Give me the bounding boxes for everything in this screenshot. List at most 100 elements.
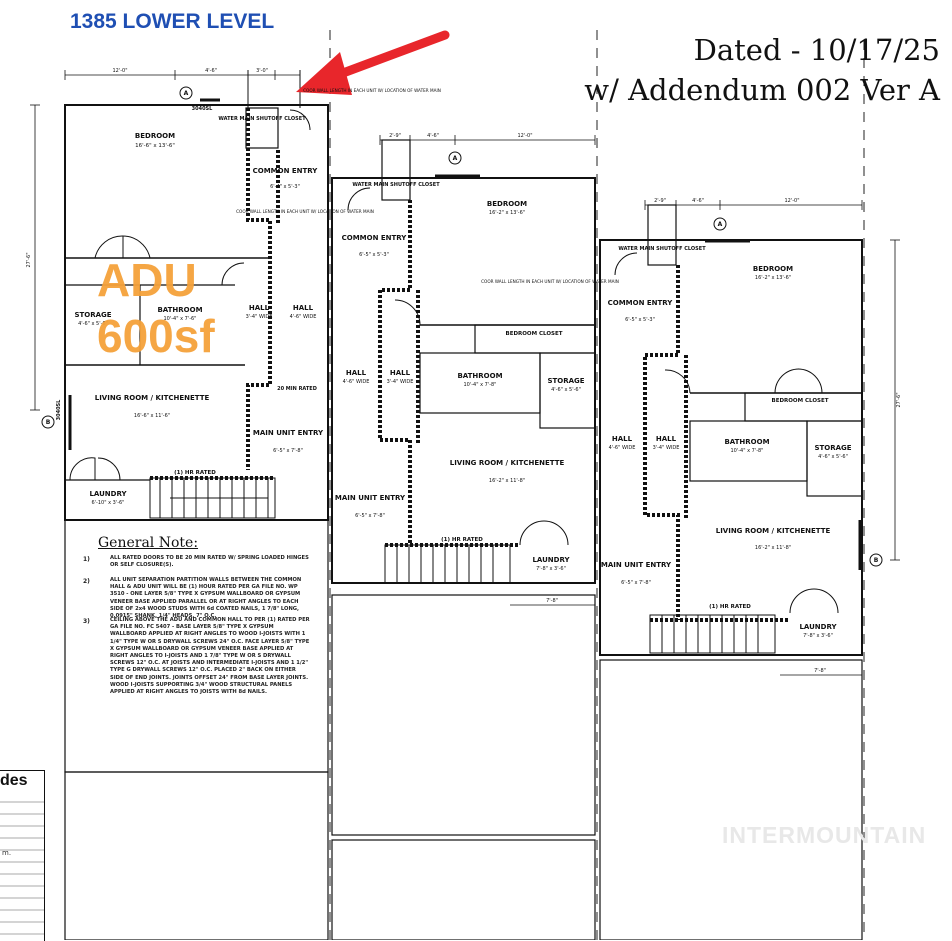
dim-top-3: 12'-0" [517, 133, 532, 139]
label-hall-1-dim: 3'-4" WIDE [246, 314, 273, 320]
unit-right-grid-marker [705, 217, 883, 570]
dim-bot: 7'-8" [546, 598, 558, 604]
grid-b-right: B [874, 557, 879, 564]
adu-overlay: ADU 600sf [97, 252, 215, 364]
label-hall-1: HALL [346, 369, 367, 377]
label-bedroom-dim: 16'-6" x 13'-6" [135, 143, 175, 149]
label-bedroom: BEDROOM [487, 200, 527, 208]
schedule-rows [0, 801, 44, 935]
label-bathroom-dim: 10'-4" x 7'-6" [163, 316, 196, 322]
grid-b-left: B [46, 419, 51, 426]
label-common-entry-dim: 6'-5" x 5'-3" [359, 252, 389, 258]
label-laundry-dim: 6'-10" x 3'-6" [91, 500, 124, 506]
label-bathroom: BATHROOM [457, 372, 502, 380]
unit-right-doors [614, 252, 839, 614]
label-main-entry: MAIN UNIT ENTRY [253, 429, 324, 437]
label-water-main: WATER MAIN SHUTOFF CLOSET [218, 116, 306, 122]
label-hall-2-dim: 4'-6" WIDE [290, 314, 317, 320]
page-title: 1385 LOWER LEVEL [70, 10, 275, 33]
unit-left-doors [69, 109, 311, 481]
label-storage: STORAGE [547, 377, 584, 385]
unit-mid-labels: BEDROOM 16'-2" x 13'-6" WATER MAIN SHUTO… [335, 133, 619, 604]
label-living-dim: 16'-2" x 11'-8" [489, 478, 525, 484]
dim-side: 27'-6" [26, 252, 32, 267]
label-bedroom-dim: 16'-2" x 13'-6" [755, 275, 791, 281]
label-bathroom-dim: 10'-4" x 7'-8" [463, 382, 496, 388]
schedule-title: des [0, 772, 28, 789]
label-living: LIVING ROOM / KITCHENETTE [450, 459, 565, 467]
unit-right-stairs [649, 614, 776, 654]
label-hall-1-dim: 4'-6" WIDE [343, 379, 370, 385]
label-main-entry: MAIN UNIT ENTRY [335, 494, 406, 502]
dim-top-1: 2'-9" [654, 198, 666, 204]
general-note-heading: General Note: [98, 535, 199, 551]
label-water-main: WATER MAIN SHUTOFF CLOSET [352, 182, 440, 188]
label-common-entry: COMMON ENTRY [608, 299, 674, 307]
label-coor-note: COOR WALL LENGTH IN EACH UNIT W/ LOCATIO… [481, 279, 619, 284]
unit-left-labels: BEDROOM 16'-6" x 13'-6" WATER MAIN SHUTO… [26, 68, 441, 506]
label-storage: STORAGE [74, 311, 111, 319]
label-hall-2-dim: 3'-4" WIDE [653, 445, 680, 451]
watermark: INTERMOUNTAIN [722, 822, 927, 848]
label-common-entry-dim: 6'-5" x 5'-3" [625, 317, 655, 323]
schedule-table [0, 770, 45, 941]
label-storage: STORAGE [814, 444, 851, 452]
label-bedroom-dim: 16'-2" x 13'-6" [489, 210, 525, 216]
unit-mid-grid-marker [435, 151, 480, 178]
label-coor-note: COOR WALL LENGTH IN EACH UNIT W/ LOCATIO… [236, 209, 374, 214]
unit-right-labels: BEDROOM 16'-2" x 13'-6" WATER MAIN SHUTO… [601, 198, 902, 674]
label-water-main: WATER MAIN SHUTOFF CLOSET [618, 246, 706, 252]
schedule-fragment: m. [2, 849, 12, 857]
unit-left-dimensions [30, 70, 301, 411]
label-laundry: LAUNDRY [799, 623, 837, 631]
label-hall-2-dim: 3'-4" WIDE [387, 379, 414, 385]
unit-left-grid-markers [41, 86, 220, 450]
unit-left-stairs [149, 477, 276, 519]
dim-top-1: 2'-9" [389, 133, 401, 139]
label-main-entry-dim: 6'-5" x 7'-8" [355, 513, 385, 519]
unit-mid-stairs [384, 544, 511, 584]
grid-a-mid: A [453, 155, 458, 162]
grid-a-right: A [718, 221, 723, 228]
dim-bot: 7'-8" [814, 668, 826, 674]
label-hall-1-dim: 4'-6" WIDE [609, 445, 636, 451]
label-main-entry: MAIN UNIT ENTRY [601, 561, 672, 569]
label-closet: BEDROOM CLOSET [506, 331, 563, 337]
label-rated-20: 20 MIN RATED [277, 386, 317, 392]
label-laundry-dim: 7'-8" x 3'-6" [803, 633, 833, 639]
label-closet: BEDROOM CLOSET [772, 398, 829, 404]
label-laundry-dim: 7'-8" x 3'-6" [536, 566, 566, 572]
label-hall-2: HALL [656, 435, 677, 443]
label-rated: (1) HR RATED [709, 604, 751, 610]
label-rated: (1) HR RATED [174, 470, 216, 476]
note-2-num: 2) [83, 578, 90, 585]
section-cut-lines [329, 30, 865, 940]
unit-mid-dimensions [379, 135, 596, 606]
note-3-text: CEILING ABOVE THE ADU AND COMMON HALL TO… [110, 617, 310, 696]
dim-top-1: 12'-0" [112, 68, 127, 74]
dated-line-1: Dated - 10/17/25 [693, 33, 940, 67]
door-code-top: 3040SL [192, 106, 214, 112]
grid-a-left: A [184, 90, 189, 97]
label-living: LIVING ROOM / KITCHENETTE [716, 527, 831, 535]
label-living: LIVING ROOM / KITCHENETTE [95, 394, 210, 402]
dim-top-2: 4'-6" [205, 68, 217, 74]
label-laundry: LAUNDRY [89, 490, 127, 498]
unit-right-rated-wall [643, 265, 790, 622]
label-laundry: LAUNDRY [532, 556, 570, 564]
label-bathroom-dim: 10'-4" x 7'-8" [730, 448, 763, 454]
label-main-entry-dim: 6'-5" x 7'-8" [273, 448, 303, 454]
label-hall-1: HALL [612, 435, 633, 443]
label-bathroom: BATHROOM [724, 438, 769, 446]
label-bathroom: BATHROOM [157, 306, 202, 314]
label-common-entry: COMMON ENTRY [342, 234, 408, 242]
dim-top-3: 12'-0" [784, 198, 799, 204]
dim-side: 27'-6" [896, 392, 902, 407]
dated-line-2: w/ Addendum 002 Ver A [584, 73, 940, 107]
red-arrow-icon [296, 30, 450, 95]
label-living-dim: 16'-2" x 11'-8" [755, 545, 791, 551]
dim-top-2: 4'-6" [692, 198, 704, 204]
label-bedroom: BEDROOM [135, 132, 175, 140]
label-hall-1: HALL [249, 304, 270, 312]
